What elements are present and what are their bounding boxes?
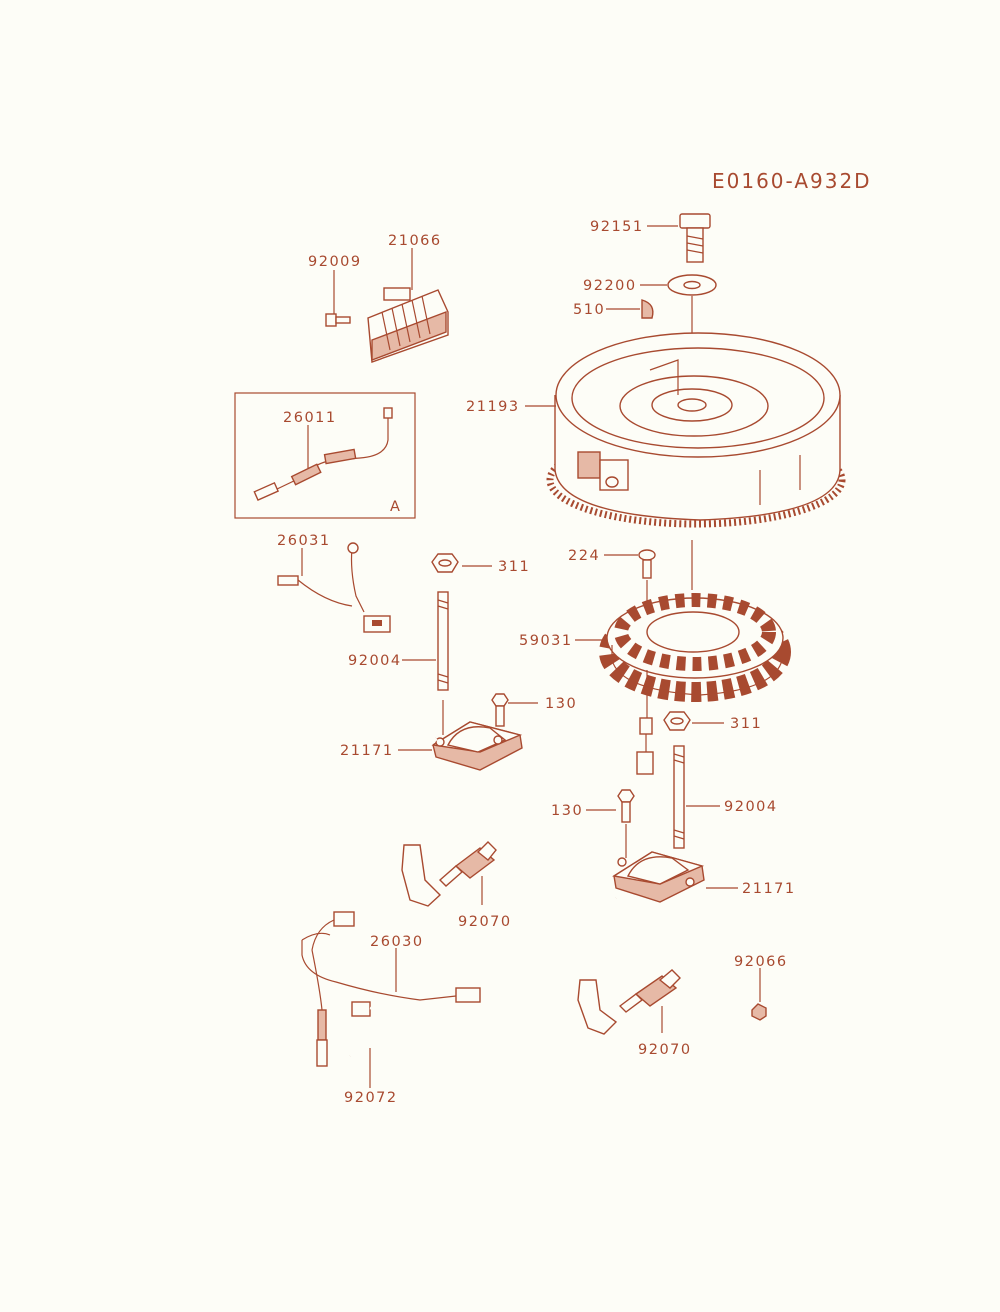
spark-plug-left: [438, 841, 497, 887]
stator-lead: [636, 670, 654, 775]
label-21193: 21193: [466, 399, 520, 415]
label-92066: 92066: [734, 954, 788, 970]
label-92200: 92200: [583, 278, 637, 294]
screw-224: [638, 549, 656, 579]
flywheel: [546, 332, 846, 528]
regulator-screw: [325, 313, 351, 327]
label-26011: 26011: [283, 410, 337, 426]
label-510: 510: [573, 302, 605, 318]
label-59031: 59031: [519, 633, 573, 649]
flywheel-bolt: [679, 213, 711, 263]
bolt-130-right: [617, 789, 635, 823]
label-26031: 26031: [277, 533, 331, 549]
label-21066: 21066: [388, 233, 442, 249]
nut-right: [663, 711, 691, 731]
label-130-right: 130: [551, 803, 583, 819]
label-311-right: 311: [730, 716, 762, 732]
lead-92072: [349, 1001, 389, 1058]
label-92004-right: 92004: [724, 799, 778, 815]
label-26030: 26030: [370, 934, 424, 950]
label-92070-right: 92070: [638, 1042, 692, 1058]
voltage-regulator: [367, 287, 449, 363]
label-92070-left: 92070: [458, 914, 512, 930]
ignition-coil-right: [577, 851, 705, 1035]
label-21171-left: 21171: [340, 743, 394, 759]
ignition-coil-left: [401, 721, 523, 907]
spark-plug-right: [618, 969, 681, 1013]
label-92004-left: 92004: [348, 653, 402, 669]
lead-26031: [277, 542, 391, 633]
inset-box-a: [234, 392, 416, 519]
lead-26030: [301, 911, 481, 1067]
woodruff-key: [641, 299, 654, 319]
stator: [599, 593, 791, 702]
nut-92066: [751, 1003, 767, 1021]
bolt-130-left: [491, 693, 509, 727]
label-92072: 92072: [344, 1090, 398, 1106]
label-224: 224: [568, 548, 600, 564]
inset-letter-a: A: [390, 499, 401, 515]
lead-26011: [253, 407, 393, 501]
diagram-code: E0160-A932D: [712, 169, 872, 193]
nut-left: [431, 553, 459, 573]
label-311-left: 311: [498, 559, 530, 575]
label-92009: 92009: [308, 254, 362, 270]
label-130-left: 130: [545, 696, 577, 712]
label-21171-right: 21171: [742, 881, 796, 897]
stud-left: [437, 591, 449, 691]
washer: [667, 274, 717, 296]
stud-right: [673, 745, 685, 849]
label-92151: 92151: [590, 219, 644, 235]
